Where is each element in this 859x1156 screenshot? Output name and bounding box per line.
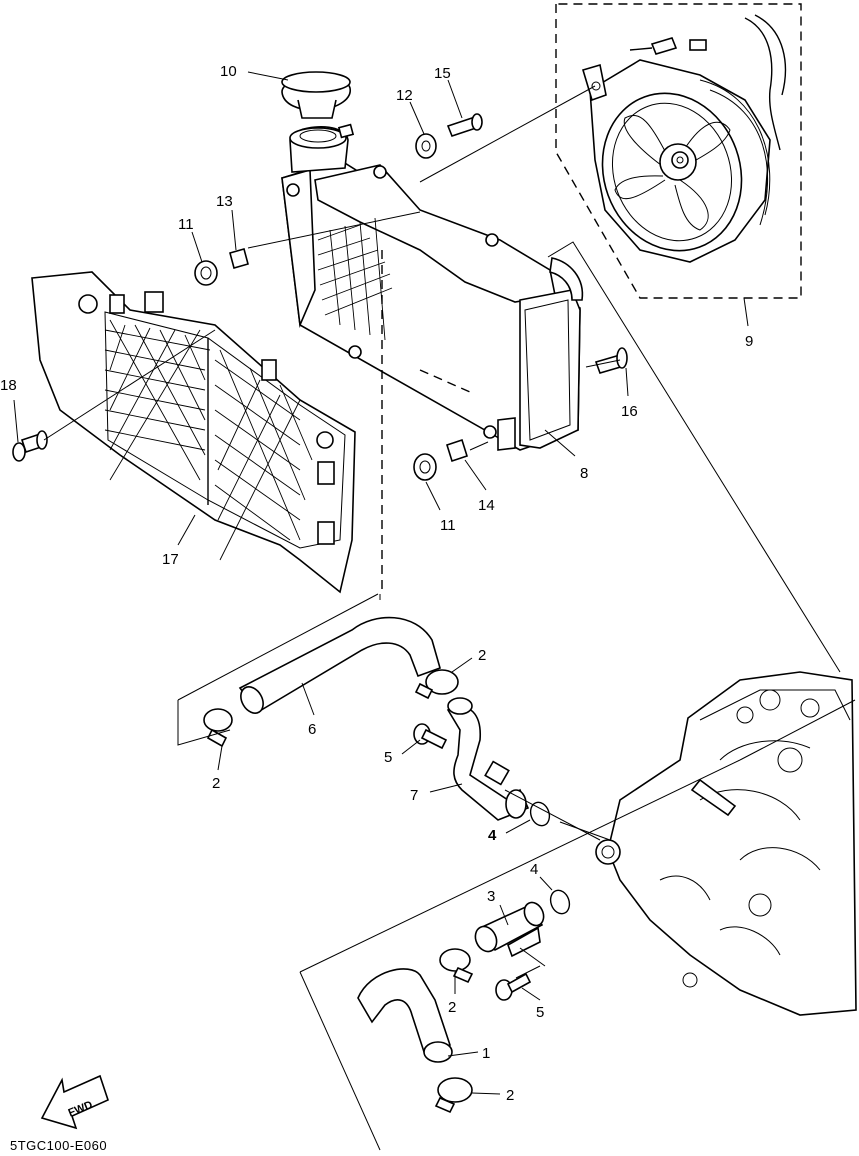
pipe-7 xyxy=(446,697,530,821)
reference-lines xyxy=(43,85,856,1151)
callout-1: 1 xyxy=(482,1045,490,1062)
callout-2-left: 2 xyxy=(212,775,220,792)
callout-13: 13 xyxy=(216,193,233,210)
callout-9: 9 xyxy=(745,333,753,350)
callout-4-upper: 4 xyxy=(488,827,497,844)
bolt-5-lower xyxy=(495,972,532,1001)
radiator xyxy=(281,123,584,590)
callout-17: 17 xyxy=(162,551,179,568)
pipe-3 xyxy=(474,901,545,958)
grommets-collars xyxy=(194,113,628,481)
callout-15: 15 xyxy=(434,65,451,82)
callout-11-upper: 11 xyxy=(178,216,194,233)
callout-12: 12 xyxy=(396,87,413,104)
bolt-5-upper xyxy=(413,723,448,750)
hose-1 xyxy=(357,968,453,1063)
radiator-cap xyxy=(281,71,351,119)
callout-6: 6 xyxy=(308,721,316,738)
leader-lines xyxy=(13,71,749,1095)
callout-2-hose6: 2 xyxy=(478,647,486,664)
engine-block xyxy=(595,671,857,1016)
o-ring-4-lower xyxy=(549,889,571,915)
callout-5-upper: 5 xyxy=(384,749,392,766)
callout-5-lower: 5 xyxy=(536,1004,544,1021)
o-ring-4-upper xyxy=(529,801,551,827)
clamp-2-bottom xyxy=(434,1077,473,1114)
callout-11-lower: 11 xyxy=(440,517,456,534)
radiator-guard xyxy=(31,271,356,594)
callout-2-bottom: 2 xyxy=(506,1087,514,1104)
bolt-18 xyxy=(12,430,48,462)
callout-16: 16 xyxy=(621,403,638,420)
clamp-2-upper-left xyxy=(203,708,233,748)
callout-numbers: 10 15 12 13 11 18 9 16 8 14 11 17 2 6 5 … xyxy=(0,63,753,1104)
fwd-arrow: FWD xyxy=(40,1074,109,1130)
callout-4-lower: 4 xyxy=(530,861,538,878)
callout-14: 14 xyxy=(478,497,495,514)
clamp-2-lower-upper xyxy=(439,948,474,984)
callout-18: 18 xyxy=(0,377,17,394)
fan-assembly xyxy=(555,3,802,299)
callout-3: 3 xyxy=(487,888,495,905)
hose-6 xyxy=(238,616,441,714)
callout-10: 10 xyxy=(220,63,237,80)
callout-7: 7 xyxy=(410,787,418,804)
clamp-2-upper-right xyxy=(414,669,459,700)
callout-2-pipe3: 2 xyxy=(448,999,456,1016)
callout-8: 8 xyxy=(580,465,588,482)
diagram-code: 5TGC100-E060 xyxy=(10,1138,107,1153)
